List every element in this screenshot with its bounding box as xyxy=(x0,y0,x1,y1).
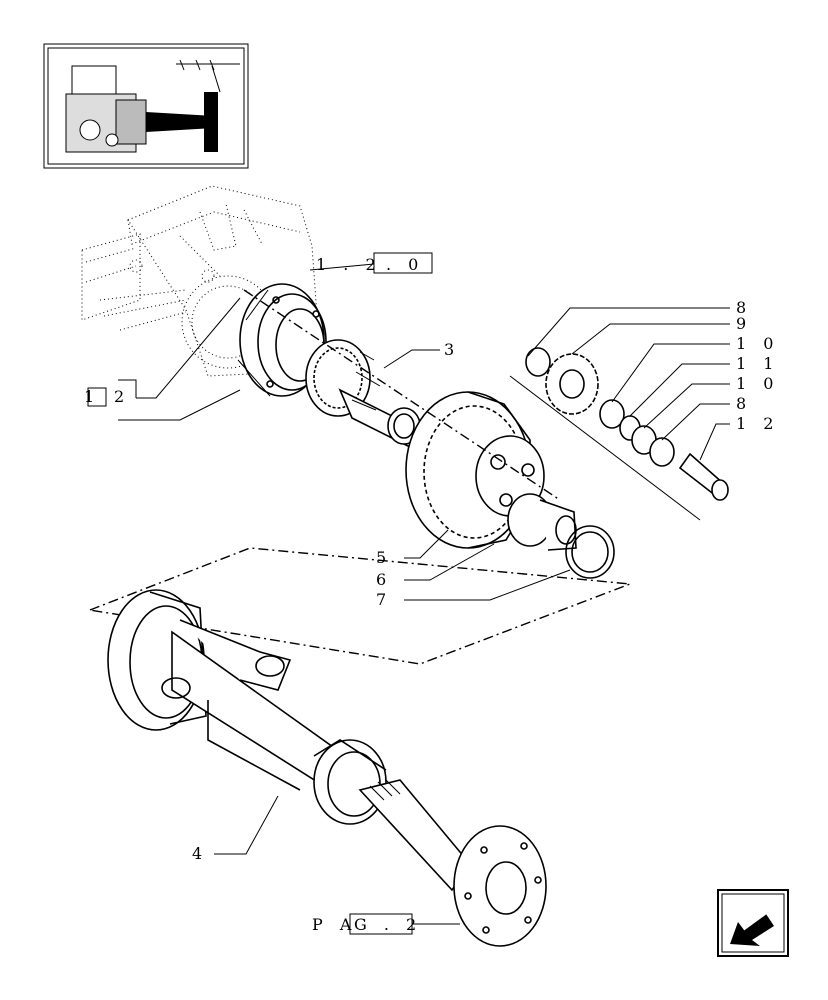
callout-9: 9 xyxy=(736,314,752,333)
callout-11: 1 1 xyxy=(736,354,779,373)
callout-5: 5 xyxy=(376,548,392,567)
callout-7: 7 xyxy=(376,590,392,609)
group-ref-label-b: . 0 xyxy=(386,255,424,274)
planet-carrier xyxy=(405,391,577,551)
group-ref-label-a: 1 . 2 xyxy=(316,255,382,274)
group-ref-box xyxy=(373,252,433,274)
side-ref-label-b: 2 xyxy=(114,387,130,406)
page-ref-label-a: P A xyxy=(312,915,357,934)
circlip xyxy=(565,525,615,579)
page-ref-label-b: G . 2 xyxy=(354,915,422,934)
spline-gear xyxy=(305,339,421,450)
callout-6: 6 xyxy=(376,570,392,589)
planet-gear-pack xyxy=(509,347,729,521)
axle-housing xyxy=(107,589,387,825)
callout-3: 3 xyxy=(444,340,460,359)
axle-shaft xyxy=(358,779,547,947)
hub-ring xyxy=(237,283,327,397)
side-ref-box xyxy=(87,387,107,407)
location-thumbnail xyxy=(43,43,249,169)
previous-page-arrow-icon[interactable] xyxy=(717,889,789,957)
side-ref-label-a: 1 xyxy=(84,387,100,406)
callout-10a: 1 0 xyxy=(736,334,779,353)
callout-8a: 8 xyxy=(736,298,752,317)
callout-8b: 8 xyxy=(736,394,752,413)
callout-10b: 1 0 xyxy=(736,374,779,393)
callout-12: 1 2 xyxy=(736,414,779,433)
leader-group-ref xyxy=(309,263,375,271)
assembly-outline xyxy=(89,547,631,665)
callout-4: 4 xyxy=(192,844,208,863)
